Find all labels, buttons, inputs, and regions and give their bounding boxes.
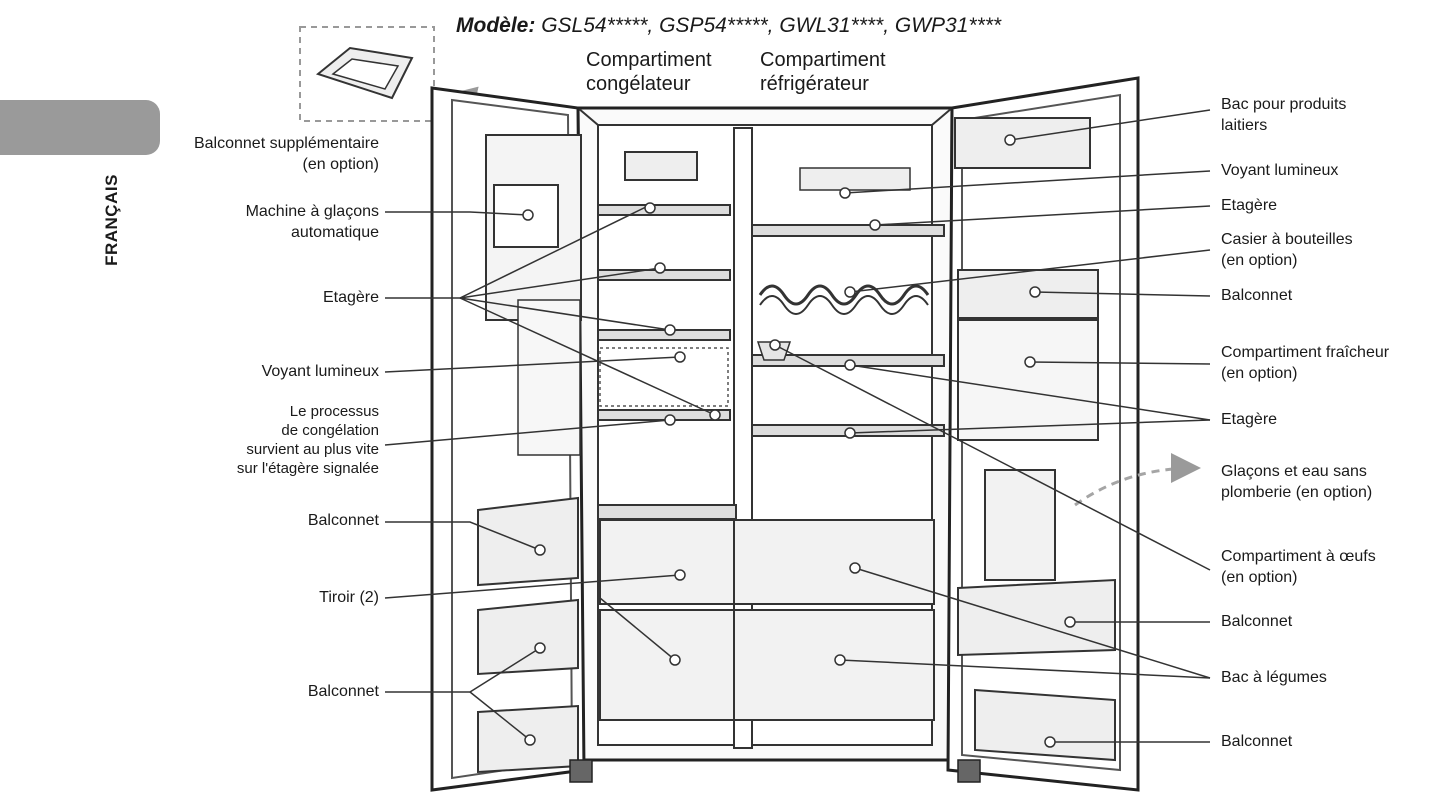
label-bottle-rack: Casier à bouteilles (en option) <box>1221 229 1353 271</box>
label-freezer-shelf: Etagère <box>323 287 379 308</box>
label-fridge-shelf: Etagère <box>1221 409 1277 430</box>
label-egg-compartment: Compartiment à œufs (en option) <box>1221 546 1376 588</box>
label-fridge-shelf-top: Etagère <box>1221 195 1277 216</box>
label-fridge-balcony-middle: Balconnet <box>1221 611 1292 632</box>
refrigerator-feet <box>570 760 980 782</box>
label-drawers: Tiroir (2) <box>319 587 379 608</box>
label-automatic-ice-maker: Machine à glaçons automatique <box>246 201 379 243</box>
label-fridge-light: Voyant lumineux <box>1221 160 1338 181</box>
label-freshness-compartment: Compartiment fraîcheur (en option) <box>1221 342 1389 384</box>
label-fast-freeze-note: Le processus de congélation survient au … <box>237 402 379 478</box>
label-vegetable-drawer: Bac à légumes <box>1221 667 1327 688</box>
label-fridge-balcony-bottom: Balconnet <box>1221 731 1292 752</box>
label-freezer-balcony-top: Balconnet <box>308 510 379 531</box>
optional-extra-balcony-icon <box>300 27 452 121</box>
drawers <box>598 505 934 720</box>
label-extra-balcony: Balconnet supplémentaire (en option) <box>194 133 379 175</box>
label-freezer-balcony-bottom: Balconnet <box>308 681 379 702</box>
label-water-ice: Glaçons et eau sans plomberie (en option… <box>1221 461 1372 503</box>
label-freezer-light: Voyant lumineux <box>262 361 379 382</box>
label-fridge-balcony-top: Balconnet <box>1221 285 1292 306</box>
label-dairy-bin: Bac pour produits laitiers <box>1221 94 1346 136</box>
